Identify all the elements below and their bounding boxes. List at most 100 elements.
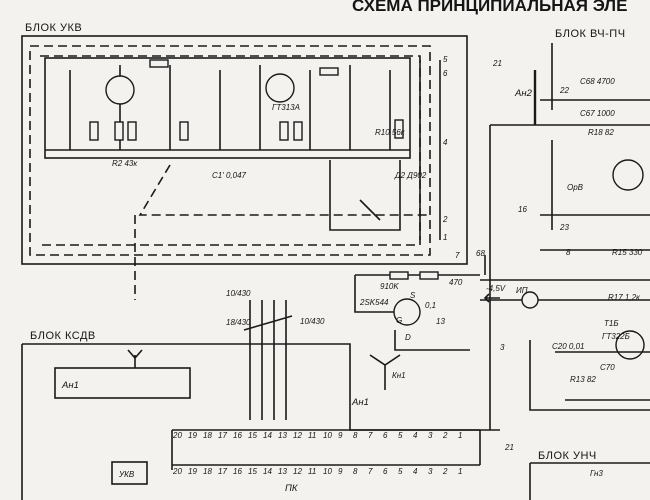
pin-label: 15 (248, 431, 257, 440)
ip-label: ИП (516, 286, 528, 295)
c70-label: C70 (600, 363, 615, 372)
an1-left-label: Ан1 (61, 380, 79, 391)
pin-label: 12 (293, 467, 302, 476)
antenna-coils (54, 367, 191, 399)
c18-label: 18/430 (226, 318, 251, 327)
pin-label: 16 (233, 431, 242, 440)
wire-number: 23 (559, 223, 569, 232)
pin-label: 20 (172, 431, 182, 440)
fet-stage: 910K S 470 0,1 2SK544 G D 13 68 -4,5V (354, 249, 506, 351)
r470-label: 470 (449, 278, 463, 287)
c01-label: 0,1 (425, 301, 436, 310)
pin-label: 13 (278, 431, 287, 440)
fet-2sk544 (393, 298, 421, 326)
pin-label: 18 (203, 431, 212, 440)
wire-numbers: 21 16 2 1 8 3 4 5 6 7 21 22 23 (442, 55, 571, 452)
wire-number: 6 (443, 69, 448, 78)
pin-s-label: S (410, 291, 416, 300)
wire-number: 8 (566, 248, 571, 257)
pin-label: 11 (308, 467, 316, 476)
wire-number: 21 (504, 443, 514, 452)
unch-block: БЛОК УНЧ Гн3 (529, 450, 650, 500)
wire-number: 16 (518, 205, 527, 214)
pin-label: 15 (248, 467, 257, 476)
transistor-t1a (612, 159, 644, 191)
r10-label: R10 56к (375, 128, 406, 137)
voltage-label: -4,5V (486, 284, 506, 293)
ukv-box-label: УКВ (118, 470, 135, 479)
an2-label: Ан2 (514, 88, 533, 99)
pin-g-label: G (396, 316, 402, 325)
c10b-label: 10/430 (300, 317, 325, 326)
ukv-block: БЛОК УКВ ГТ313А R2 43к C1' 0,047 R10 56к… (21, 22, 468, 300)
t1b-label: Т1Б (604, 319, 619, 328)
wire-number: 1 (443, 233, 447, 242)
pin-label: 7 (368, 431, 373, 440)
pin-label: 14 (263, 431, 272, 440)
ukv-box (111, 461, 148, 485)
pin-label: 1 (458, 431, 462, 440)
ksdv-block-label: БЛОК КСДВ (30, 330, 96, 342)
c20-label: C20 0,01 (552, 342, 584, 351)
wire-number: 22 (559, 86, 569, 95)
pin-label: 9 (338, 467, 343, 476)
pin-label: 19 (188, 431, 197, 440)
ukv-shield (29, 45, 431, 256)
wire-number: 3 (500, 343, 505, 352)
kn1-label: Кн1 (392, 371, 406, 380)
c68-label: C68 4700 (580, 77, 615, 86)
ukv-block-label: БЛОК УКВ (25, 22, 82, 34)
transistor-t2 (265, 73, 295, 103)
wire-number: 21 (492, 59, 502, 68)
pin-label: 20 (172, 467, 182, 476)
r18-label: R18 82 (588, 128, 614, 137)
unch-block-label: БЛОК УНЧ (538, 450, 597, 462)
gn3-label: Гн3 (590, 469, 603, 478)
pin-label: 8 (353, 467, 358, 476)
pin-label: 13 (278, 467, 287, 476)
wire-number: 4 (443, 138, 448, 147)
ukv-rf-board (44, 57, 411, 159)
meter-ip (521, 291, 539, 309)
connector-top-pins: 20 19 18 17 16 15 14 13 12 11 10 9 8 7 6… (172, 431, 462, 440)
pin-label: 4 (413, 431, 418, 440)
r17-label: R17 1,2к (608, 293, 641, 302)
fet-type-label: 2SK544 (359, 298, 389, 307)
pin-label: 6 (383, 431, 388, 440)
pin-label: 12 (293, 431, 302, 440)
pin-label: 17 (218, 467, 227, 476)
transistor-t1 (105, 75, 135, 105)
d2-label: Д2 Д902 (394, 171, 427, 180)
pin-d-label: D (405, 333, 411, 342)
pin-label: 6 (383, 467, 388, 476)
r910k-label: 910K (380, 282, 399, 291)
pin-label: 5 (398, 467, 403, 476)
wire-number: 7 (455, 251, 460, 260)
gt322b-label: ГТ322Б (602, 332, 630, 341)
pin-label: 18 (203, 467, 212, 476)
pin-label: 10 (323, 467, 332, 476)
r2-label: R2 43к (112, 159, 138, 168)
diagram-title: СХЕМА ПРИНЦИПИАЛЬНАЯ ЭЛЕ (352, 0, 627, 15)
pin-label: 2 (442, 431, 448, 440)
pin-label: 3 (428, 431, 433, 440)
r15-label: R15 330 (612, 248, 643, 257)
pin-label: 10 (323, 431, 332, 440)
pin-label: 16 (233, 467, 242, 476)
r13-label: R13 82 (570, 375, 596, 384)
pk-label: ПК (285, 483, 299, 494)
pin-label: 2 (442, 467, 448, 476)
pin-label: 8 (353, 431, 358, 440)
pin-label: 3 (428, 467, 433, 476)
c67-label: C67 1000 (580, 109, 615, 118)
pin-label: 7 (368, 467, 373, 476)
c10-label: 10/430 (226, 289, 251, 298)
wire-number: 2 (442, 215, 448, 224)
ukv-block-frame (21, 35, 468, 265)
pin-label: 4 (413, 467, 418, 476)
vch-pch-block: БЛОК ВЧ-ПЧ Ан2 C68 4700 C67 1000 R18 82 … (480, 28, 650, 430)
pin-label: 5 (398, 431, 403, 440)
gt313a-label: ГТ313А (272, 103, 300, 112)
